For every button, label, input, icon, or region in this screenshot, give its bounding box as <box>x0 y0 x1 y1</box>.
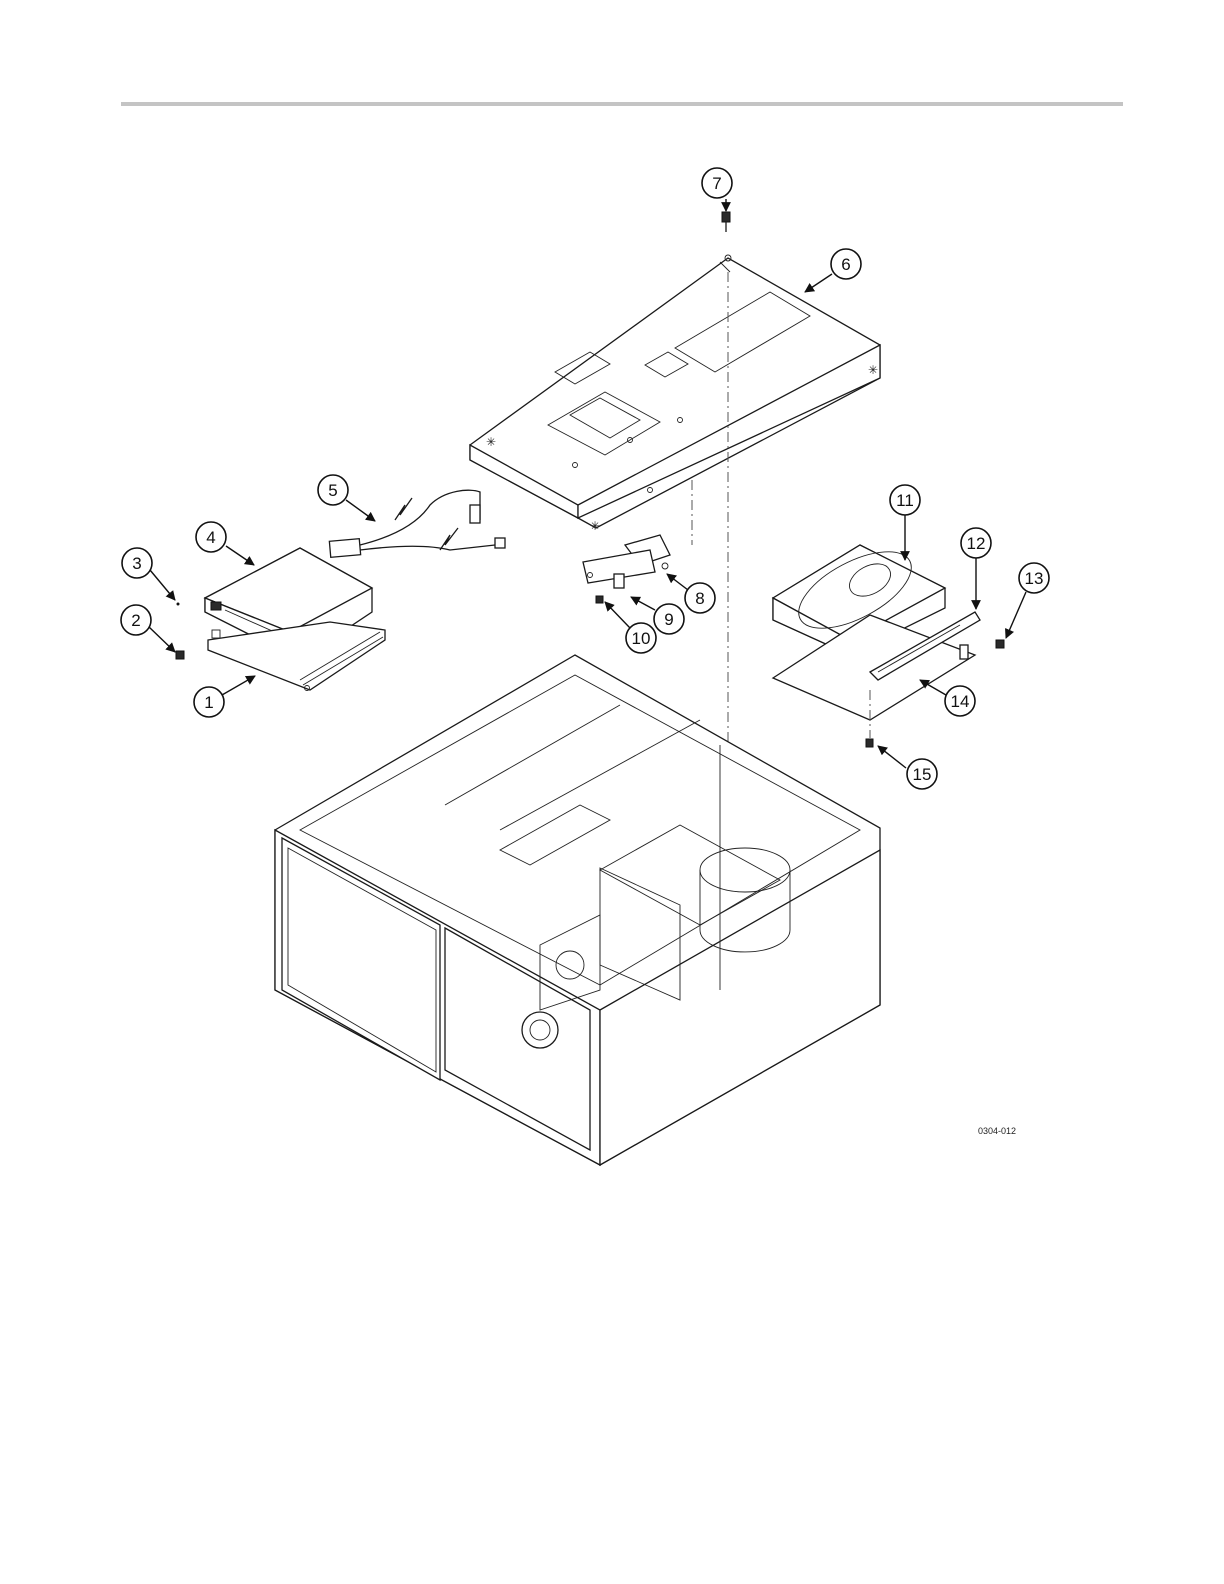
callout-1: 1 <box>194 687 224 717</box>
connector-board-8 <box>583 535 670 588</box>
svg-text:8: 8 <box>695 589 704 608</box>
screw-2 <box>176 651 184 659</box>
svg-text:✳: ✳ <box>590 519 600 533</box>
svg-text:15: 15 <box>913 765 932 784</box>
svg-text:3: 3 <box>132 554 141 573</box>
screw-15 <box>866 739 873 747</box>
figure-code: 0304-012 <box>978 1126 1016 1136</box>
svg-text:5: 5 <box>328 481 337 500</box>
screw-13 <box>996 640 1004 648</box>
svg-text:4: 4 <box>206 528 215 547</box>
callout-8: 8 <box>685 583 715 613</box>
callout-7: 7 <box>702 168 732 198</box>
screw-10 <box>596 596 603 603</box>
screw-7 <box>722 212 730 232</box>
callout-11: 11 <box>890 485 920 515</box>
svg-text:7: 7 <box>712 174 721 193</box>
svg-text:11: 11 <box>896 491 914 510</box>
top-bracket-assembly: ✳ ✳ ✳ <box>470 255 880 533</box>
callout-10: 10 <box>626 623 656 653</box>
callout-14: 14 <box>945 686 975 716</box>
svg-text:6: 6 <box>841 255 850 274</box>
callout-13: 13 <box>1019 563 1049 593</box>
instrument-chassis <box>275 655 880 1165</box>
svg-text:10: 10 <box>632 629 651 648</box>
callout-3: 3 <box>122 548 152 578</box>
svg-text:2: 2 <box>131 611 140 630</box>
callout-15: 15 <box>907 759 937 789</box>
svg-text:✳: ✳ <box>486 435 496 449</box>
callout-4: 4 <box>196 522 226 552</box>
callout-12: 12 <box>961 528 991 558</box>
svg-text:13: 13 <box>1025 569 1044 588</box>
optical-drive-assembly <box>205 548 385 691</box>
callout-9: 9 <box>654 604 684 634</box>
svg-text:12: 12 <box>967 534 986 553</box>
svg-text:1: 1 <box>204 693 213 712</box>
callout-2: 2 <box>121 605 151 635</box>
callout-6: 6 <box>831 249 861 279</box>
callout-5: 5 <box>318 475 348 505</box>
svg-text:9: 9 <box>664 610 673 629</box>
cable-assembly <box>329 490 505 557</box>
screw-3 <box>177 603 180 606</box>
svg-text:14: 14 <box>951 692 970 711</box>
svg-text:✳: ✳ <box>868 363 878 377</box>
